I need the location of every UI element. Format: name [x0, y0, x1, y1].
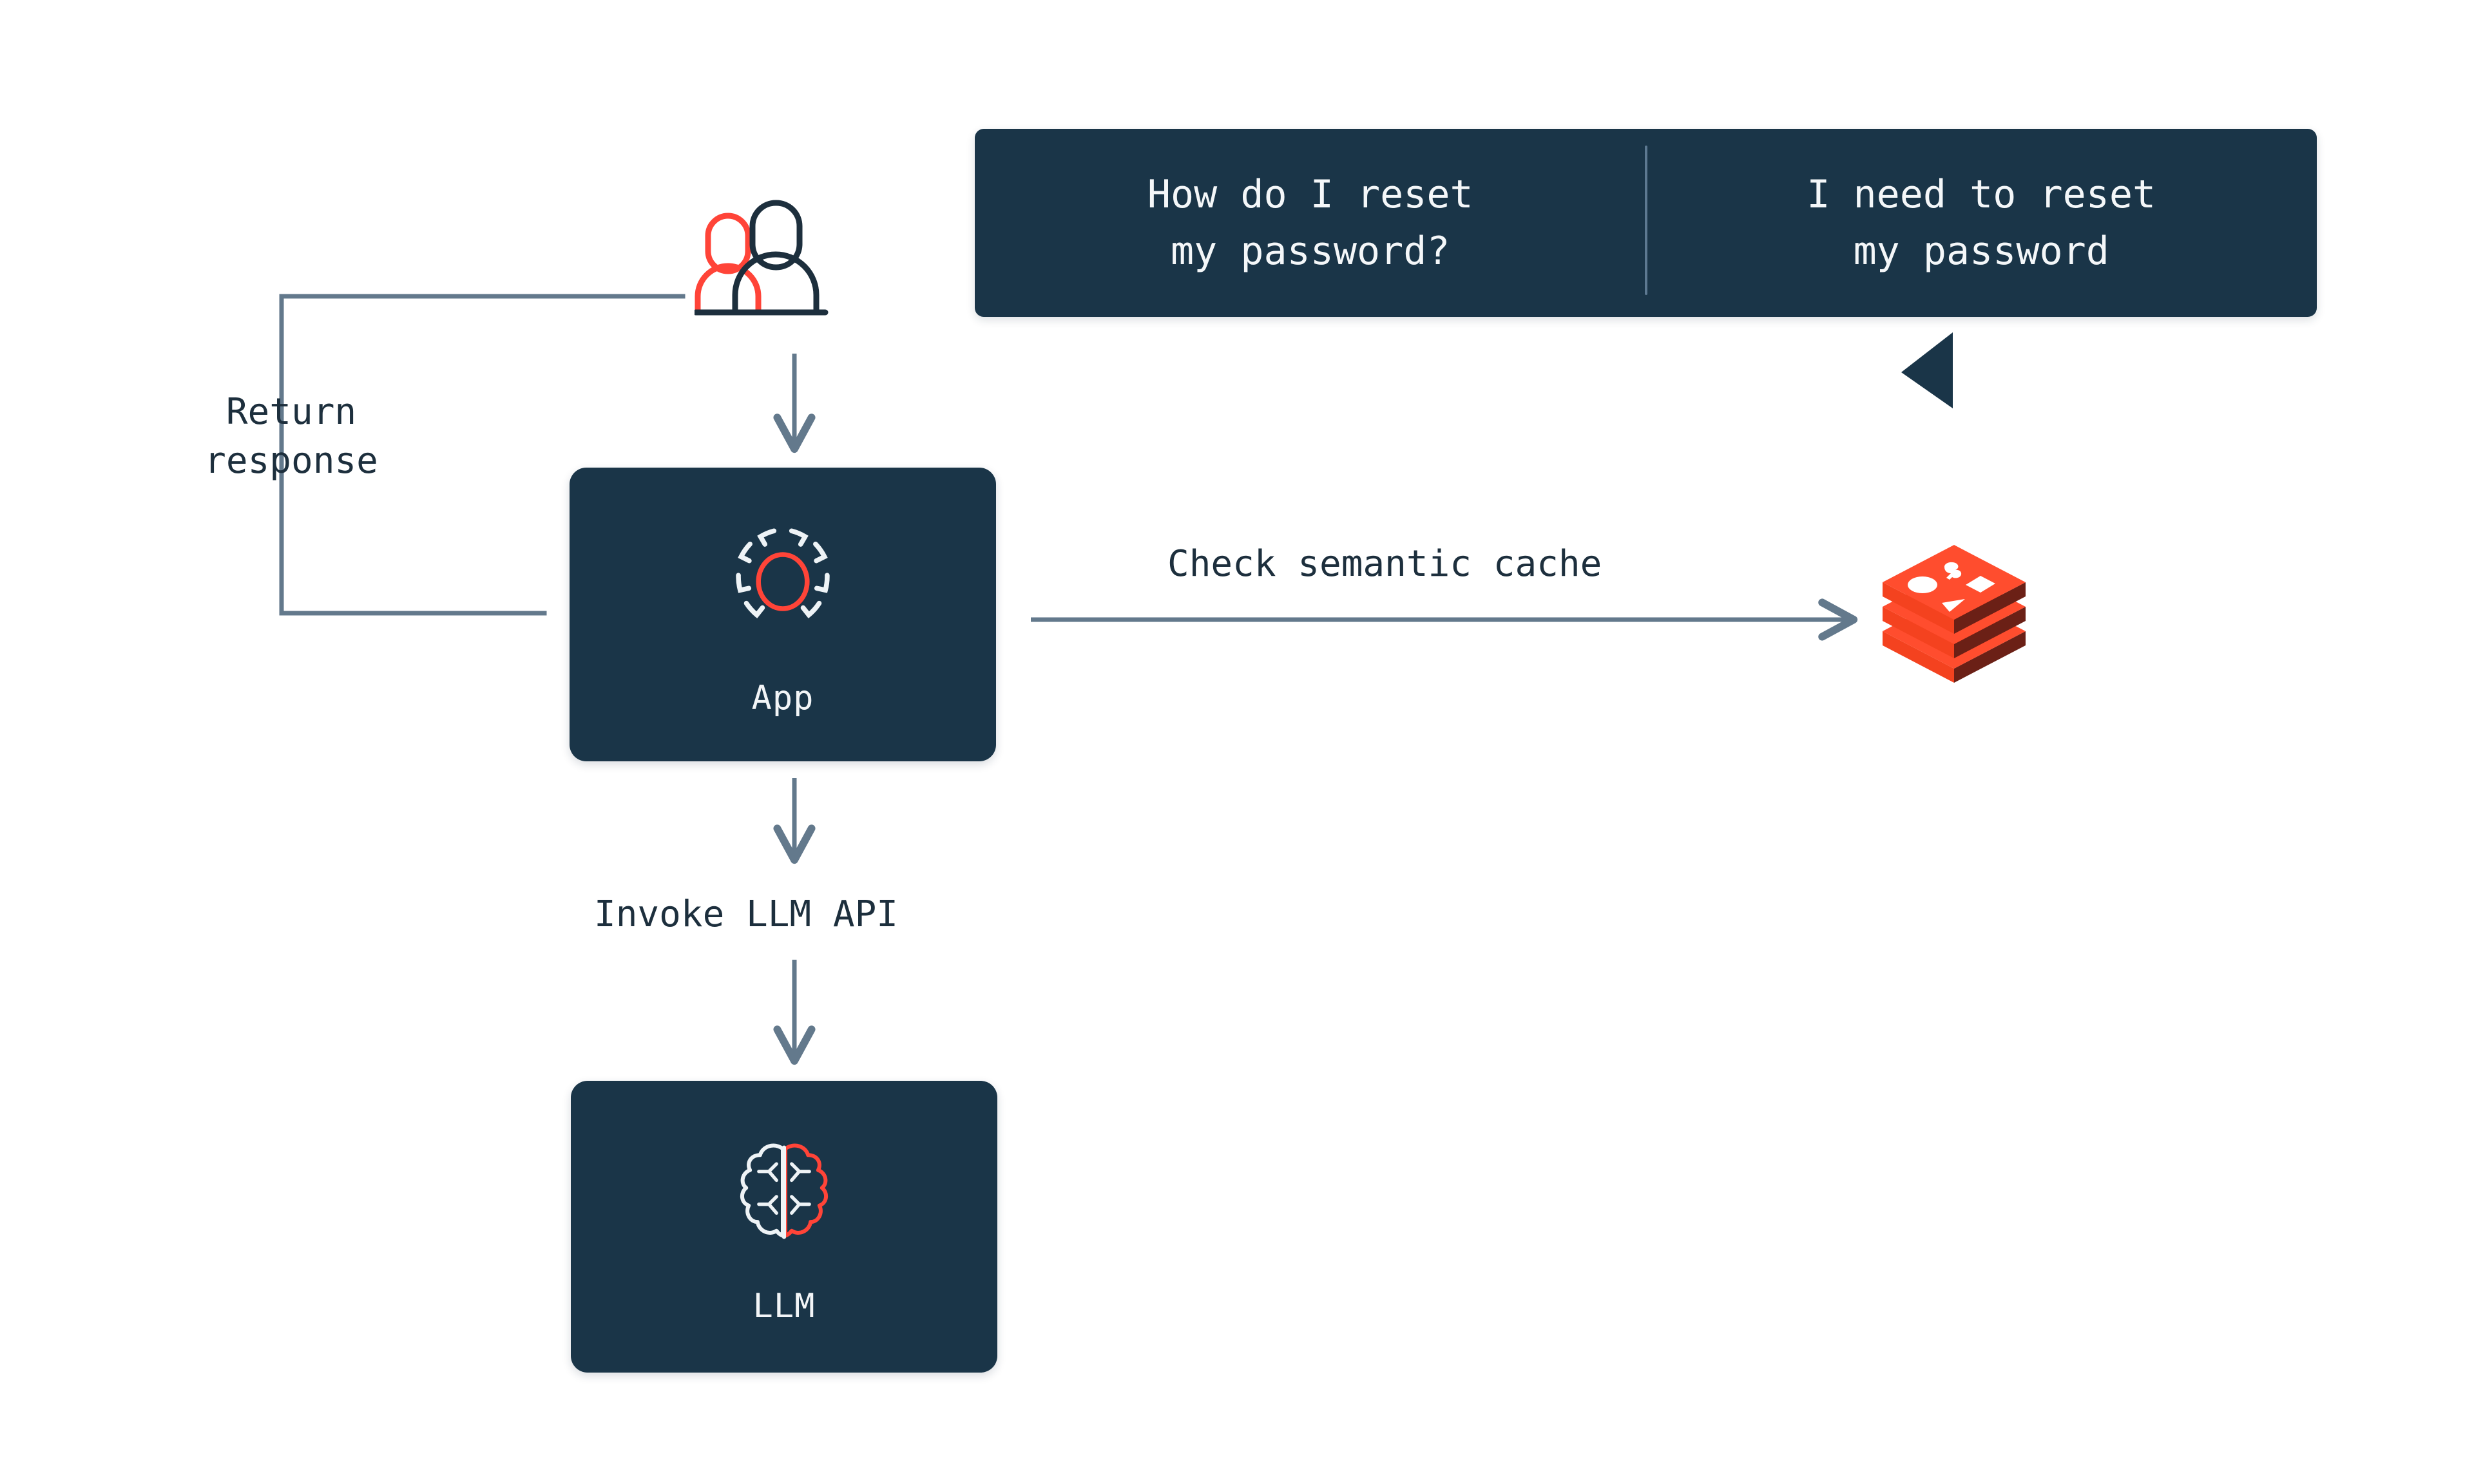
redis-slab1-right	[1954, 582, 2026, 634]
brain-left-hemisphere	[740, 1143, 785, 1238]
redis-slab2-left	[1883, 607, 1954, 658]
brain-right-hemisphere	[783, 1143, 829, 1238]
user-body-secondary	[695, 263, 762, 310]
redis-diamond-glyph	[1966, 576, 1995, 593]
edge-label-invoke-llm-api: Invoke LLM API	[594, 893, 899, 935]
edge-label-return-response: Return response	[204, 391, 378, 482]
user-head-primary	[749, 200, 803, 271]
redis-slab1-top	[1883, 545, 2026, 620]
edge-label-check-semantic-cache: Check semantic cache	[1167, 543, 1602, 585]
redis-slab1-left	[1883, 582, 1954, 634]
callout-variant-statement: I need to reset my password	[1646, 166, 2317, 280]
redis-slab3-right	[1954, 631, 2026, 683]
callout-question-text: How do I reset my password?	[1147, 171, 1473, 274]
edge-app-to-user-return	[279, 294, 686, 616]
user-body-primary	[732, 251, 820, 310]
callout-variant-question: How do I reset my password?	[975, 166, 1646, 280]
brain-branch-upper-left	[757, 1161, 778, 1182]
user-head-secondary	[705, 213, 751, 274]
node-llm[interactable]: LLM	[571, 1081, 997, 1373]
app-core-circle	[756, 552, 810, 611]
callout-statement-text: I need to reset my password	[1807, 171, 2156, 274]
redis-slab3-left	[1883, 631, 1954, 683]
brain-branch-lower-right	[790, 1194, 811, 1215]
node-app[interactable]: App	[570, 468, 996, 761]
node-llm-label: LLM	[753, 1286, 816, 1326]
redis-ellipse-glyph	[1908, 576, 1937, 593]
redis-slab2-right	[1954, 607, 2026, 658]
redis-r-glyph	[1944, 562, 1962, 580]
users-icon	[695, 200, 829, 316]
redis-cube-icon[interactable]	[1883, 536, 2026, 683]
brain-icon	[740, 1143, 829, 1239]
redis-triangle-glyph	[1942, 599, 1965, 612]
brain-branch-lower-left	[757, 1194, 778, 1215]
callout-panel: How do I reset my password? I need to re…	[975, 129, 2317, 408]
callout-divider	[1645, 146, 1647, 295]
callout-tail	[1901, 332, 1953, 408]
brain-branch-upper-right	[790, 1161, 811, 1182]
app-gear-icon	[736, 528, 830, 619]
node-app-label: App	[751, 679, 814, 718]
